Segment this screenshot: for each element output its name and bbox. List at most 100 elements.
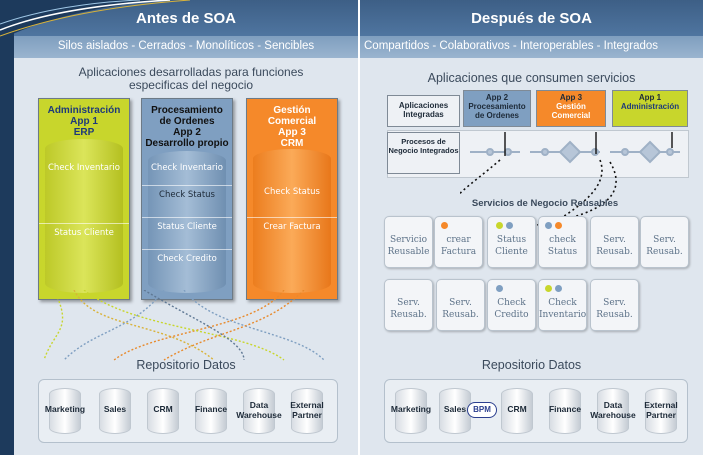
db-data-warehouse: Data Warehouse xyxy=(236,388,282,434)
service-label: crear Factura xyxy=(440,235,477,257)
subheader-bar xyxy=(360,36,703,58)
data-repository: Marketing Sales BPM CRM Finance Data War… xyxy=(384,379,688,443)
blue-dot xyxy=(545,222,552,229)
app3-commercial-box: App 3 Gestión Comercial xyxy=(536,90,606,127)
blue-dot xyxy=(555,285,562,292)
app2-head: Procesamiento de Ordenes App 2 Desarroll… xyxy=(142,105,232,149)
after-soa-title: Después de SOA xyxy=(471,10,592,27)
db-cylinder xyxy=(49,388,81,434)
after-soa-subtitle: Compartidos - Colaborativos - Interopera… xyxy=(364,40,659,52)
db-label: Sales xyxy=(103,404,127,414)
db-marketing: Marketing xyxy=(391,388,431,434)
db-label: External Partner xyxy=(644,400,678,420)
cell-check-inventario: Check Inventario xyxy=(48,163,120,173)
db-finance: Finance xyxy=(191,388,231,434)
head-line: Administración xyxy=(47,105,121,116)
head-line: de Ordenes xyxy=(159,116,215,127)
head-line: App 1 xyxy=(70,116,98,127)
service-reusab: Serv. Reusab. xyxy=(640,216,689,268)
cell-check-status: Check Status xyxy=(264,187,320,197)
db-crm: CRM xyxy=(143,388,183,434)
app-name: Procesamiento de Ordenes xyxy=(468,102,526,120)
db-cylinder xyxy=(549,388,581,434)
head-line: Desarrollo propio xyxy=(145,138,229,149)
db-external-partner: External Partner xyxy=(287,388,327,434)
service-reusab: Serv. Reusab. xyxy=(384,279,433,331)
db-cylinder xyxy=(395,388,427,434)
service-reusab: Serv. Reusab. xyxy=(590,279,639,331)
before-soa-subtitle: Silos aislados - Cerrados - Monolíticos … xyxy=(57,40,315,52)
service-reusable: Servicio Reusable xyxy=(384,216,433,268)
db-label: Marketing xyxy=(44,404,86,414)
db-label: CRM xyxy=(507,404,527,414)
db-crm: CRM xyxy=(497,388,537,434)
data-repository: Marketing Sales CRM Finance Data Warehou… xyxy=(38,379,338,443)
panel-divider xyxy=(358,0,360,455)
cell-check-inventario: Check Inventario xyxy=(151,163,223,173)
bpm-badge: BPM xyxy=(467,402,497,418)
after-soa-panel: Después de SOA Compartidos - Colaborativ… xyxy=(360,0,703,455)
service-check-credito: Check Credito xyxy=(487,279,536,331)
repo-title: Repositorio Datos xyxy=(481,358,582,372)
head-line: Comercial xyxy=(267,116,317,127)
service-crear-factura: crear Factura xyxy=(434,216,483,268)
cell-check-status: Check Status xyxy=(142,185,232,200)
db-label: Sales xyxy=(443,404,467,414)
db-label: External Partner xyxy=(290,400,324,420)
head-line: App 3 xyxy=(278,127,306,138)
db-sales: Sales xyxy=(435,388,475,434)
db-label: Finance xyxy=(548,404,582,414)
section-title: Aplicaciones que consumen servicios xyxy=(427,71,636,85)
orange-dot xyxy=(555,222,562,229)
integrated-process-label: Procesos de Negocio Integrados xyxy=(387,132,460,174)
app-number: App 3 xyxy=(559,93,583,102)
service-check-inventario: Check Inventario xyxy=(538,279,587,331)
app1-erp-silo: Administración App 1 ERP Check Inventari… xyxy=(38,98,130,300)
head-line: Gestión xyxy=(273,105,311,116)
cell-check-credito: Check Credito xyxy=(142,249,232,264)
db-cylinder xyxy=(501,388,533,434)
point-to-point-connections xyxy=(43,290,325,361)
db-cylinder xyxy=(99,388,131,434)
db-cylinder xyxy=(645,388,677,434)
service-label: Serv. Reusab. xyxy=(596,298,633,320)
service-reusab: Serv. Reusab. xyxy=(590,216,639,268)
green-dot xyxy=(496,222,503,229)
db-label: CRM xyxy=(153,404,173,414)
before-soa-title: Antes de SOA xyxy=(135,10,237,27)
app1-cylinder xyxy=(45,139,123,293)
db-cylinder xyxy=(243,388,275,434)
service-label: Servicio Reusable xyxy=(387,235,430,257)
app-name: Administración xyxy=(620,102,680,111)
head-line: Procesamiento xyxy=(151,105,223,116)
db-label: Data Warehouse xyxy=(590,400,636,420)
subheader-bar xyxy=(14,36,358,58)
db-finance: Finance xyxy=(545,388,585,434)
services-title: Servicios de Negocio Reusables xyxy=(471,198,619,209)
head-line: ERP xyxy=(73,127,95,138)
db-label: Finance xyxy=(194,404,228,414)
db-cylinder xyxy=(147,388,179,434)
app-number: App 1 xyxy=(638,93,662,102)
db-cylinder xyxy=(195,388,227,434)
app1-head: Administración App 1 ERP xyxy=(39,105,129,138)
cell-crear-factura: Crear Factura xyxy=(247,217,337,232)
repo-title: Repositorio Datos xyxy=(136,358,236,372)
service-label: Serv. Reusab. xyxy=(390,298,427,320)
service-label: Check Inventario xyxy=(539,298,587,320)
service-label: Status Cliente xyxy=(495,235,528,257)
head-line: CRM xyxy=(280,138,304,149)
app3-crm-silo: Gestión Comercial App 3 CRM Check Status… xyxy=(246,98,338,300)
db-cylinder xyxy=(291,388,323,434)
section-title: Aplicaciones desarrolladas para funcione… xyxy=(34,66,348,92)
service-label: Serv. Reusab. xyxy=(442,298,479,320)
app2-orders-box: App 2 Procesamiento de Ordenes xyxy=(463,90,531,127)
head-line: App 2 xyxy=(173,127,201,138)
db-data-warehouse: Data Warehouse xyxy=(590,388,636,434)
service-check-status: check Status xyxy=(538,216,587,268)
db-sales: Sales xyxy=(95,388,135,434)
app3-head: Gestión Comercial App 3 CRM xyxy=(247,105,337,149)
service-label: Serv. Reusab. xyxy=(596,235,633,257)
green-dot xyxy=(545,285,552,292)
before-soa-panel: Antes de SOA Silos aislados - Cerrados -… xyxy=(14,0,358,455)
